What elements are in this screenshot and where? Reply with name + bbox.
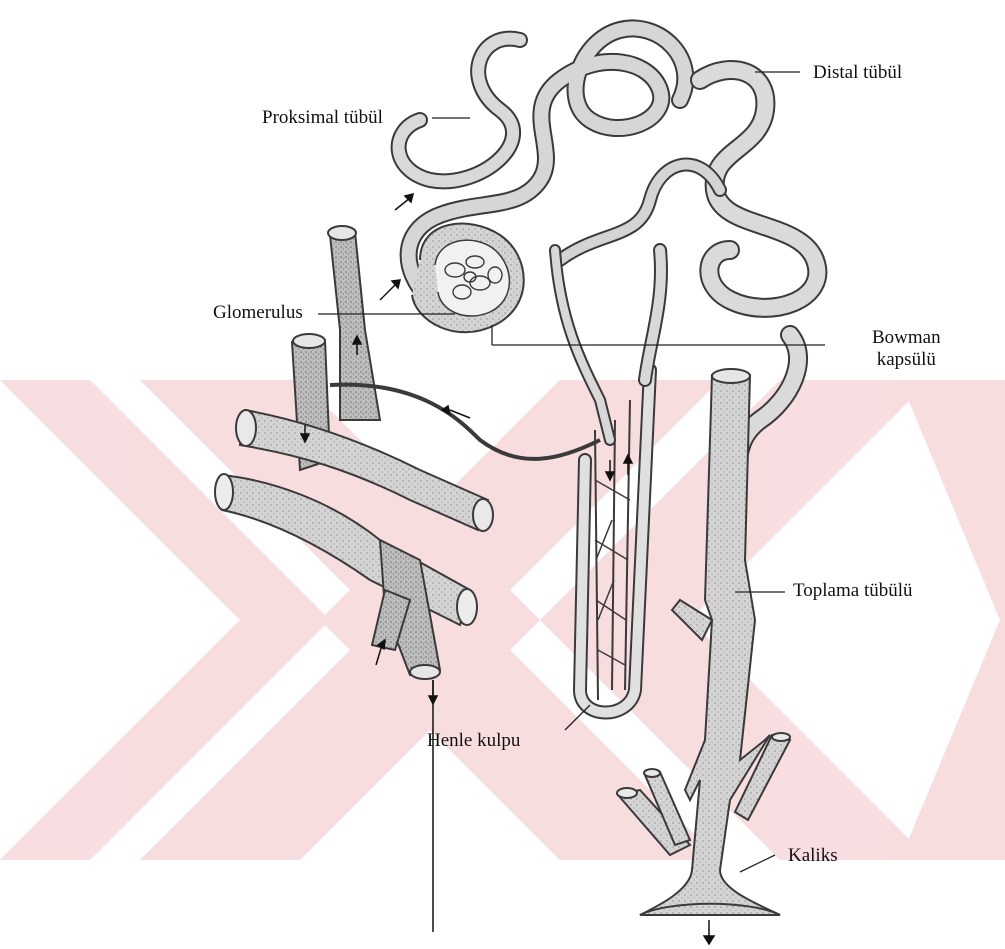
label-glomerulus: Glomerulus	[213, 302, 303, 324]
artery-end-left	[215, 474, 233, 510]
vein-end-right	[473, 499, 493, 531]
label-collecting-tubule: Toplama tübülü	[793, 580, 913, 602]
trunk-end	[410, 665, 440, 679]
label-proximal-tubule: Proksimal tübül	[262, 107, 383, 129]
label-bowman-line1: Bowman	[872, 327, 941, 349]
label-bowman-capsule: Bowman kapsülü	[872, 327, 941, 371]
label-bowman-line2: kapsülü	[872, 349, 941, 371]
leader-kaliks	[740, 855, 775, 872]
artery-end-right	[457, 589, 477, 625]
label-distal-tubule: Distal tübül	[813, 62, 902, 84]
bowman-capsule	[412, 224, 524, 333]
duct-top	[712, 369, 750, 383]
efferent-arteriole	[330, 232, 380, 420]
thick-ascending-2-inner	[645, 250, 661, 380]
vein-end-left	[236, 410, 256, 446]
tubule-loop-2-inner	[560, 165, 720, 260]
arteriole-end	[328, 226, 356, 240]
afferent-end	[293, 334, 325, 348]
label-henle-loop: Henle kulpu	[427, 730, 520, 752]
label-calyx: Kaliks	[788, 845, 838, 867]
tubule-loop-1-inner	[399, 39, 520, 182]
